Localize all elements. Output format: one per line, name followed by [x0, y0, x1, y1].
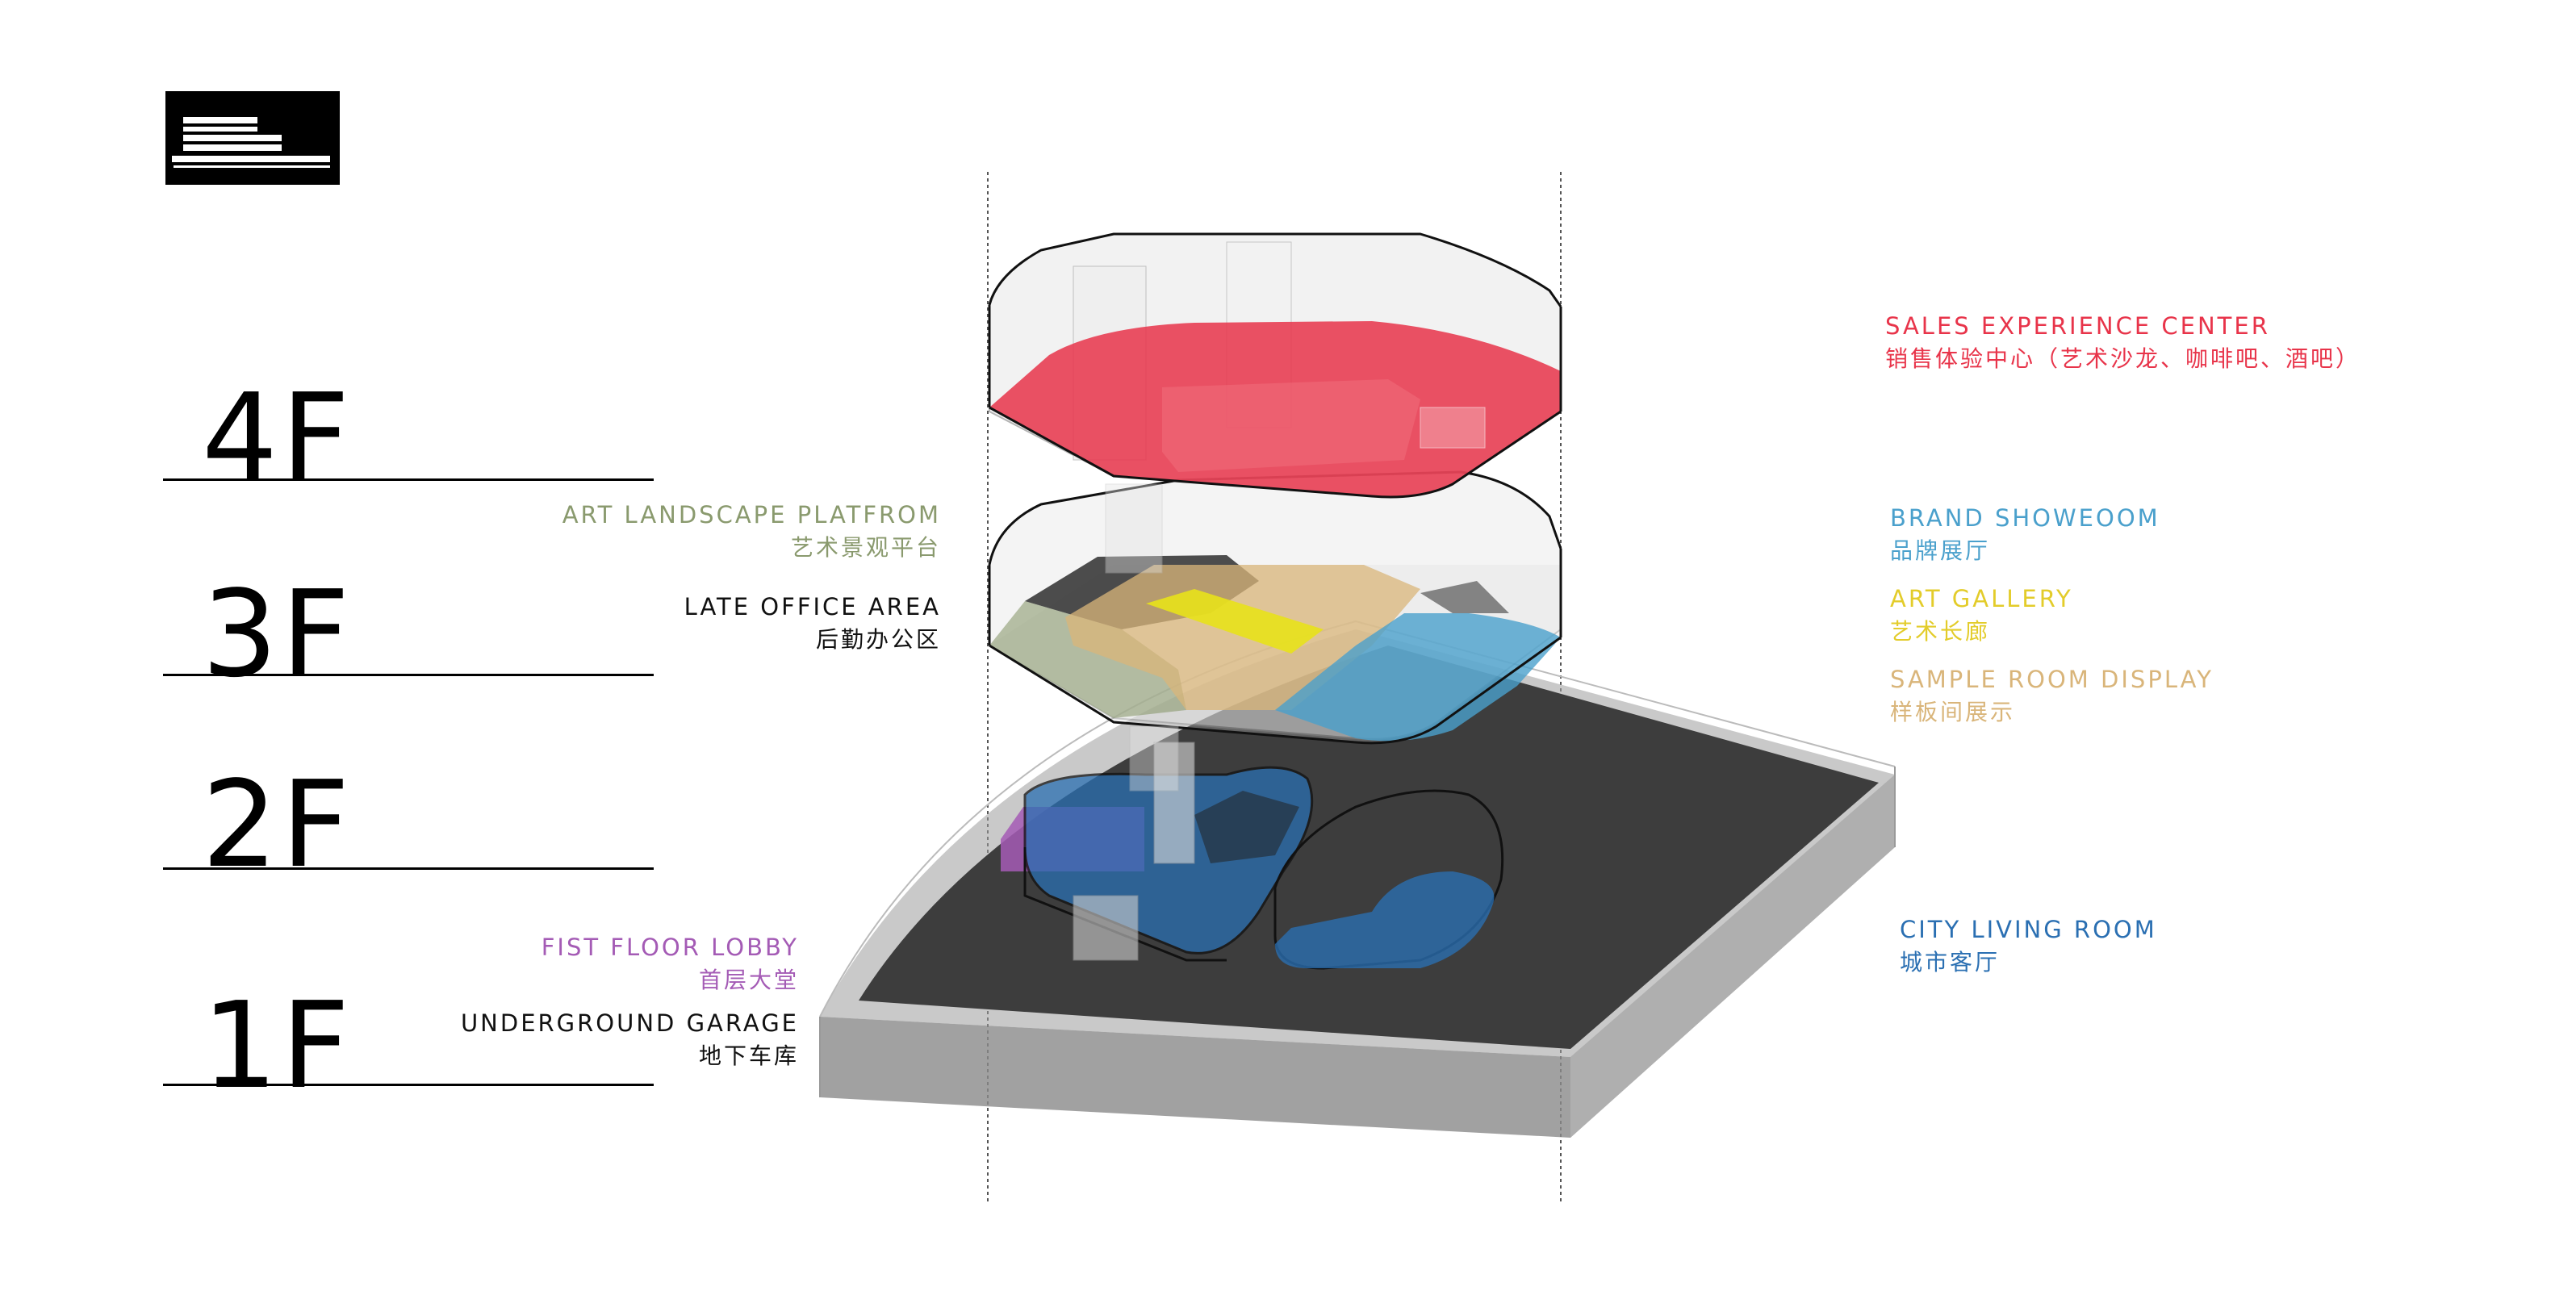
lobby-en: FIST FLOOR LOBBY — [541, 934, 799, 961]
garage-en: UNDERGROUND GARAGE — [460, 1009, 799, 1037]
office-en: LATE OFFICE AREA — [684, 593, 941, 620]
label-brand-showroom: BRAND SHOWEOOM 品牌展厅 — [1890, 507, 2160, 562]
floor-4f-label: 4F — [202, 368, 353, 507]
sample-zh: 样板间展示 — [1890, 699, 2016, 725]
level-2f-blocks — [1001, 742, 1504, 970]
level-4f-block — [988, 232, 1562, 499]
label-first-floor-lobby: FIST FLOOR LOBBY 首层大堂 — [542, 936, 799, 992]
landscape-en: ART LANDSCAPE PLATFROM — [562, 501, 941, 529]
lobby-zh: 首层大堂 — [698, 967, 799, 993]
label-late-office-area: LATE OFFICE AREA 后勤办公区 — [684, 595, 941, 651]
sample-en: SAMPLE ROOM DISPLAY — [1890, 666, 2214, 693]
gallery-zh: 艺术长廊 — [1890, 618, 1991, 645]
project-logo — [165, 91, 340, 185]
sales-zh: 销售体验中心（艺术沙龙、咖啡吧、酒吧） — [1885, 345, 2361, 372]
label-underground-garage: UNDERGROUND GARAGE 地下车库 — [461, 1012, 799, 1067]
sales-en: SALES EXPERIENCE CENTER — [1885, 312, 2270, 340]
floor-1f-rule — [163, 1084, 654, 1086]
brand-en: BRAND SHOWEOOM — [1890, 504, 2160, 532]
office-zh: 后勤办公区 — [815, 626, 941, 653]
floor-3f-rule — [163, 674, 654, 676]
floor-2f-label: 2F — [202, 755, 353, 894]
building-elevation-icon — [172, 117, 330, 168]
floor-4f-rule — [163, 478, 654, 481]
label-art-gallery: ART GALLERY 艺术长廊 — [1890, 587, 2073, 643]
city-en: CITY LIVING ROOM — [1900, 916, 2157, 943]
label-city-living-room: CITY LIVING ROOM 城市客厅 — [1900, 918, 2157, 974]
brand-zh: 品牌展厅 — [1890, 537, 1991, 564]
art-landscape-platform — [989, 601, 1186, 718]
landscape-zh: 艺术景观平台 — [790, 534, 941, 561]
label-art-landscape-platform: ART LANDSCAPE PLATFROM 艺术景观平台 — [562, 503, 941, 559]
city-living-room-right — [1275, 871, 1495, 968]
garage-zh: 地下车库 — [698, 1042, 799, 1069]
gallery-en: ART GALLERY — [1890, 585, 2073, 612]
level-3f-slab — [988, 470, 1562, 745]
art-gallery — [1146, 589, 1324, 654]
label-sample-room-display: SAMPLE ROOM DISPLAY 样板间展示 — [1890, 668, 2214, 724]
brand-showroom — [1275, 613, 1561, 742]
label-sales-experience-center: SALES EXPERIENCE CENTER 销售体验中心（艺术沙龙、咖啡吧、… — [1885, 315, 2361, 370]
floor-2f-rule — [163, 867, 654, 870]
city-zh: 城市客厅 — [1900, 949, 2001, 976]
